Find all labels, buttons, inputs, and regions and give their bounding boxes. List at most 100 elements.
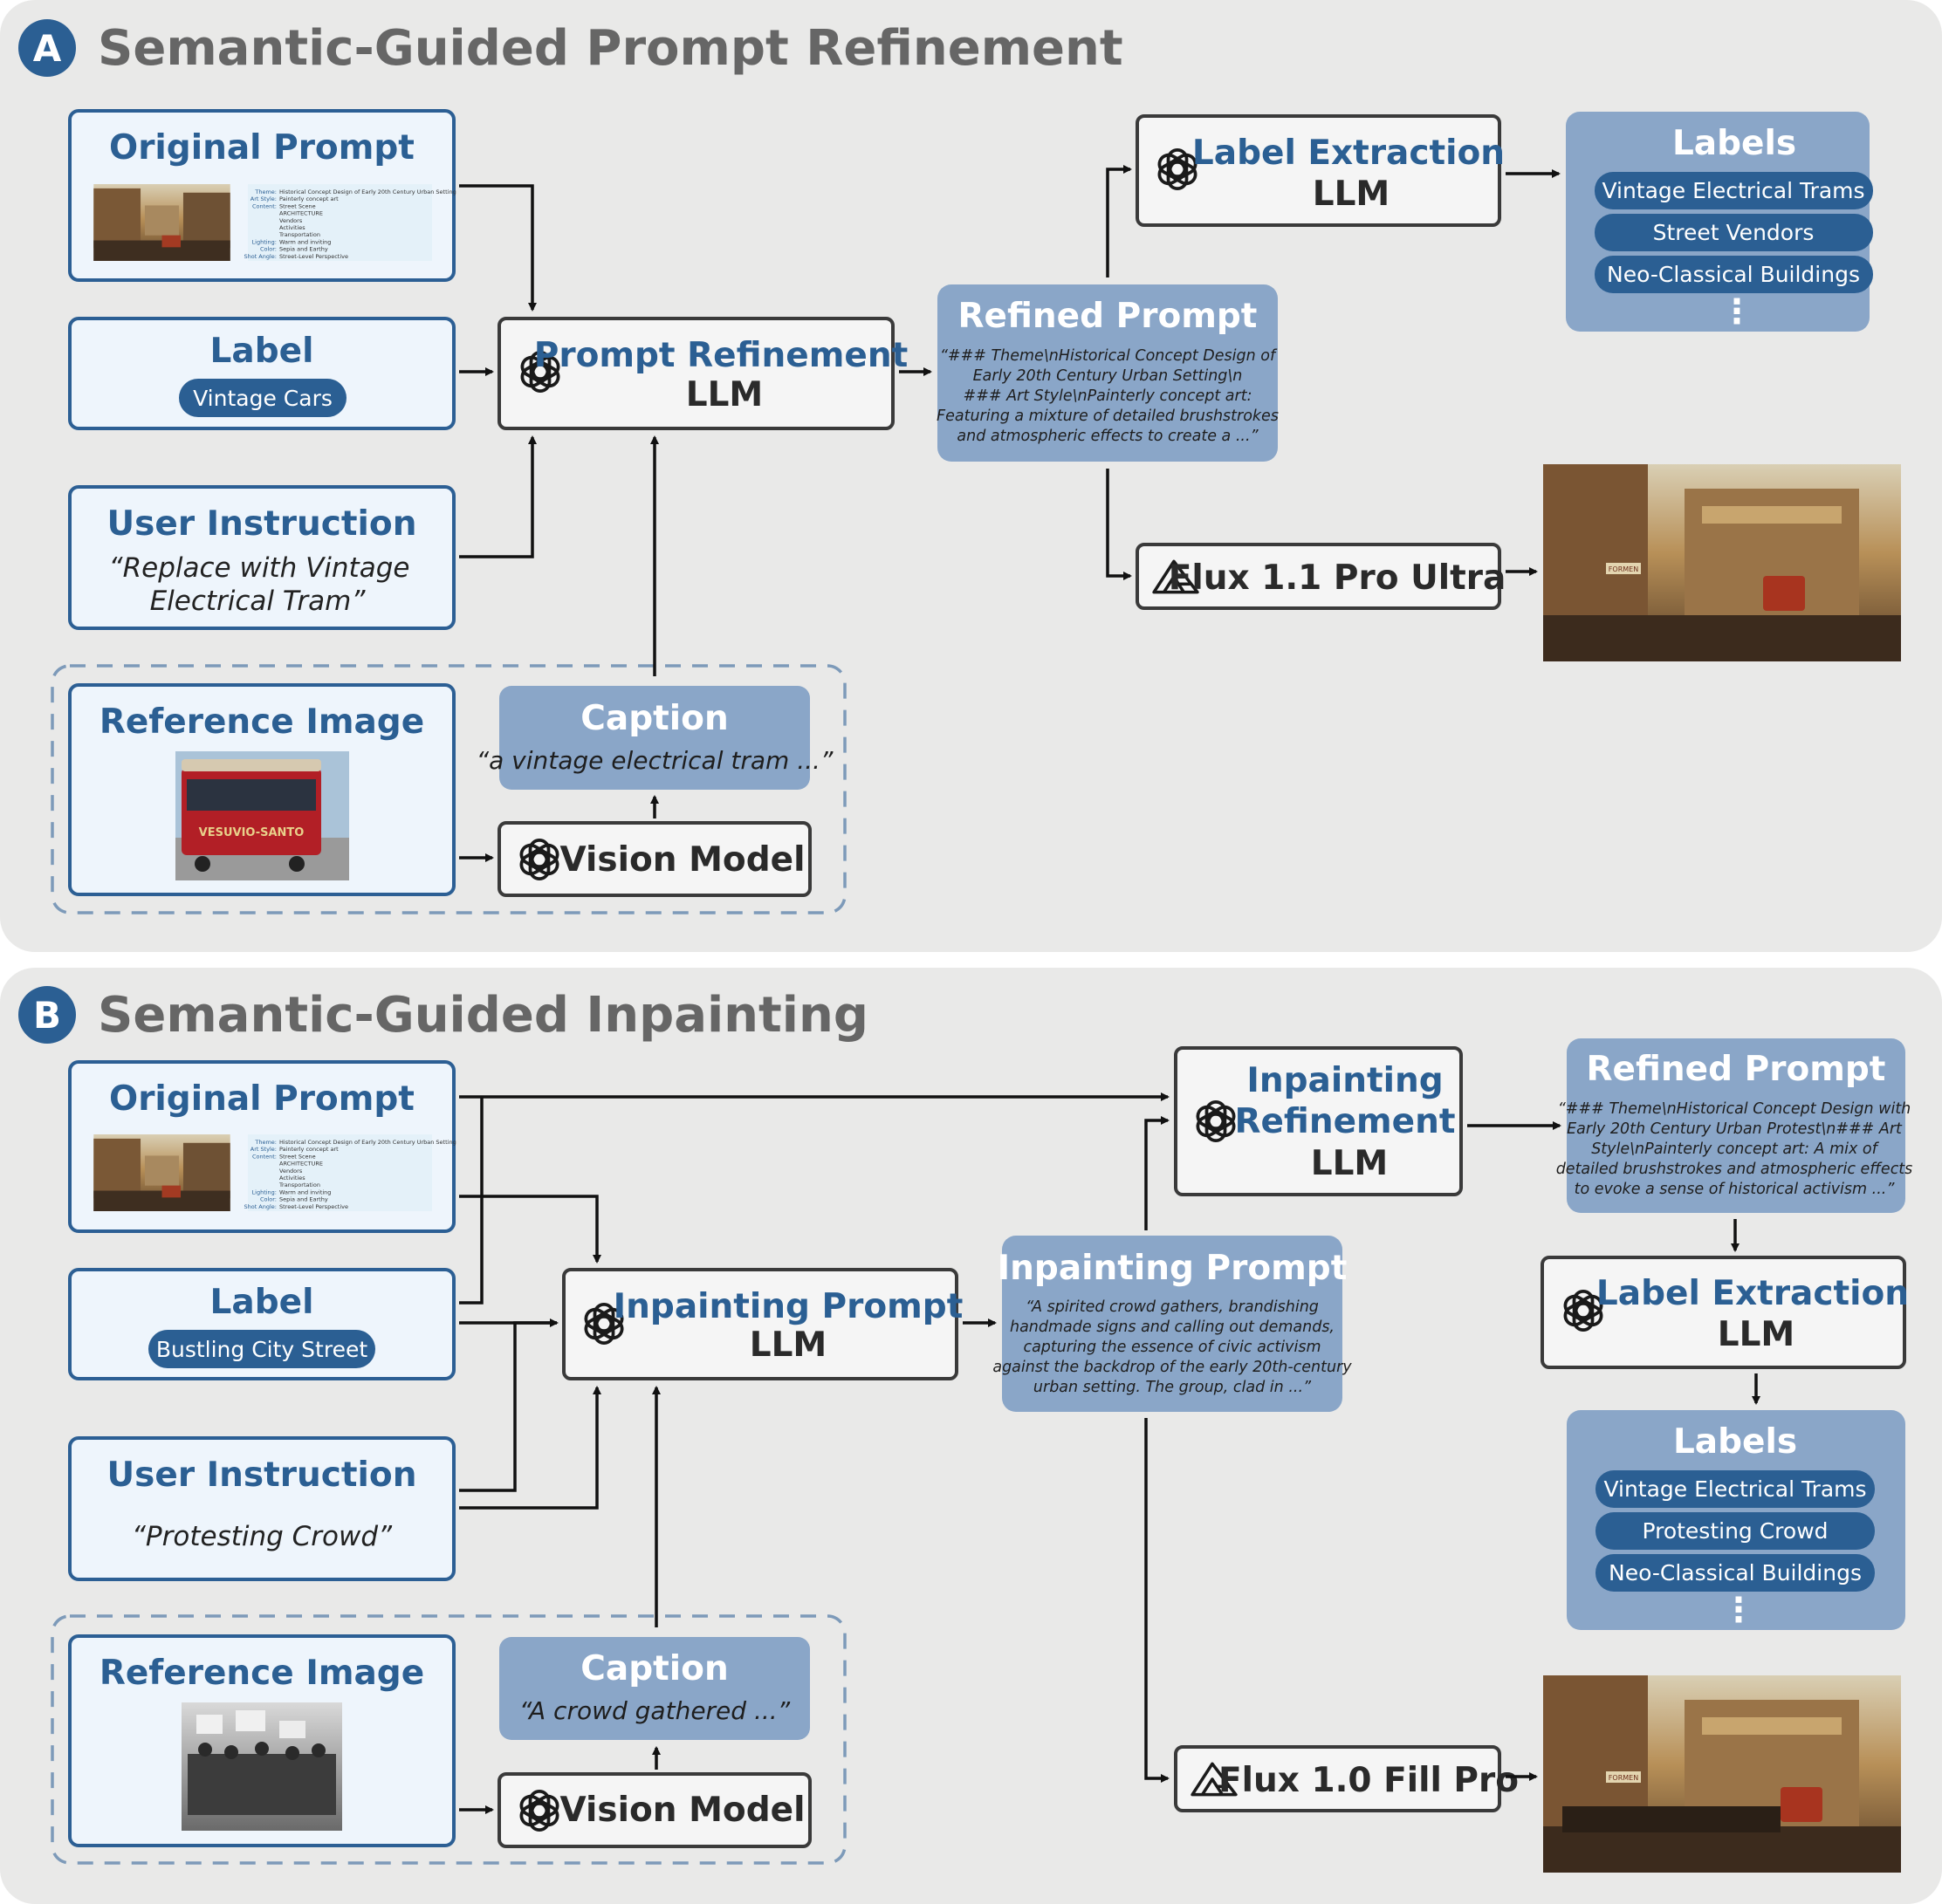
b-inpainting-refinement-line2: Refinement bbox=[1234, 1102, 1455, 1141]
a-vision-model-label: Vision Model bbox=[560, 840, 806, 880]
b-doc-field-value: Historical Concept Design of Early 20th … bbox=[279, 1139, 456, 1146]
a-labels-item: Street Vendors bbox=[1653, 220, 1815, 245]
a-user-instruction-line1: “Replace with Vintage bbox=[109, 552, 410, 584]
a-doc-field-value: Painterly concept art bbox=[279, 195, 339, 202]
a-refined-prompt-line: “### Theme\nHistorical Concept Design of bbox=[940, 347, 1278, 365]
a-labels-title: Labels bbox=[1672, 124, 1796, 163]
b-label-extraction-title: Label Extraction bbox=[1596, 1274, 1909, 1313]
b-original-street-image bbox=[93, 1134, 230, 1211]
a-reference-image-title: Reference Image bbox=[100, 702, 424, 742]
a-label-box: Label Vintage Cars bbox=[68, 317, 456, 430]
b-inpainting-prompt-line: capturing the essence of civic activism bbox=[1023, 1339, 1321, 1356]
b-inpainting-prompt-llm-title: Inpainting Prompt bbox=[614, 1287, 964, 1326]
b-labels-item: Neo-Classical Buildings bbox=[1609, 1560, 1862, 1586]
b-inpainting-prompt-box: Inpainting Prompt “A spirited crowd gath… bbox=[992, 1236, 1352, 1412]
b-doc-field-value: Activities bbox=[279, 1175, 305, 1181]
a-doc-field-value: Street Scene bbox=[279, 202, 316, 209]
b-reference-image-box: Reference Image bbox=[68, 1634, 456, 1847]
a-doc-field-key: Art Style: bbox=[250, 195, 277, 202]
a-doc-field-value: Street-Level Perspective bbox=[279, 253, 348, 260]
b-vision-model-box: Vision Model bbox=[498, 1772, 812, 1848]
b-labels-pill bbox=[1595, 1470, 1875, 1508]
a-refined-prompt-title: Refined Prompt bbox=[958, 297, 1258, 336]
panel-b-background bbox=[0, 968, 1942, 1904]
a-caption-text: “a vintage electrical tram ...” bbox=[477, 746, 834, 775]
b-output-shop-sign: FORMEN bbox=[1609, 1774, 1638, 1782]
a-refined-prompt-line: and atmospheric effects to create a ...” bbox=[957, 428, 1259, 445]
b-user-instruction-title: User Instruction bbox=[107, 1455, 417, 1495]
b-reference-group-outline bbox=[51, 1614, 847, 1865]
b-refined-prompt-box: Refined Prompt “### Theme\nHistorical Co… bbox=[1556, 1038, 1913, 1213]
b-labels-box: Labels Vintage Electrical Trams Protesti… bbox=[1567, 1410, 1905, 1630]
a-doc-field-value: Activities bbox=[279, 224, 305, 231]
b-doc-field-value: Warm and inviting bbox=[279, 1188, 331, 1195]
a-labels-pill bbox=[1595, 256, 1873, 293]
a-labels-more-icon: ⋮ bbox=[1720, 292, 1754, 332]
b-labels-pill bbox=[1595, 1512, 1875, 1550]
b-label-box: Label Bustling City Street bbox=[68, 1268, 456, 1380]
a-doc-field-value: ARCHITECTURE bbox=[279, 210, 323, 217]
a-arrows bbox=[459, 165, 1561, 862]
a-tram-photo: VESUVIO-SANTO bbox=[175, 751, 349, 880]
b-doc-field-value: Street-Level Perspective bbox=[279, 1203, 348, 1210]
b-original-prompt-title: Original Prompt bbox=[109, 1079, 415, 1119]
b-refined-prompt-title: Refined Prompt bbox=[1587, 1050, 1886, 1089]
b-user-instruction-line1: “Protesting Crowd” bbox=[132, 1521, 393, 1552]
a-label-extraction-llm: LLM bbox=[1313, 175, 1390, 214]
a-doc-field-key: Shot Angle: bbox=[244, 253, 277, 260]
b-labels-item: Vintage Electrical Trams bbox=[1603, 1476, 1866, 1502]
a-doc-field-key: Lighting: bbox=[252, 238, 277, 245]
b-label-extraction-llm: LLM bbox=[1718, 1315, 1795, 1354]
a-doc-field-key: Color: bbox=[260, 246, 277, 253]
a-doc-field-value: Warm and inviting bbox=[279, 238, 331, 245]
b-inpainting-prompt-llm-llm: LLM bbox=[750, 1325, 827, 1365]
b-inpainting-prompt-line: against the backdrop of the early 20th-c… bbox=[992, 1359, 1352, 1376]
b-inpainting-prompt-line: handmade signs and calling out demands, bbox=[1010, 1318, 1335, 1336]
a-doc-field-key: Theme: bbox=[254, 188, 277, 195]
a-refined-prompt-line: ### Art Style\nPainterly concept art: bbox=[964, 387, 1252, 405]
b-caption-text: “A crowd gathered ...” bbox=[519, 1696, 791, 1725]
a-caption-title: Caption bbox=[580, 699, 728, 738]
a-refined-prompt-line: Featuring a mixture of detailed brushstr… bbox=[937, 408, 1279, 425]
a-doc-field-value: Vendors bbox=[279, 217, 303, 224]
a-original-street-image bbox=[93, 184, 230, 261]
b-doc-field-key: Lighting: bbox=[252, 1188, 277, 1195]
a-doc-field-key: Content: bbox=[252, 202, 277, 209]
b-labels-pill bbox=[1595, 1554, 1875, 1592]
a-prompt-refinement-llm-box: Prompt Refinement LLM bbox=[498, 317, 908, 430]
a-labels-pill bbox=[1595, 172, 1873, 209]
panel-b-title: Semantic-Guided Inpainting bbox=[98, 987, 868, 1044]
b-user-instruction-box: User Instruction “Protesting Crowd” bbox=[68, 1436, 456, 1581]
a-reference-group-outline bbox=[51, 664, 847, 914]
a-doc-field-value: Transportation bbox=[278, 231, 320, 238]
b-doc-field-key: Theme: bbox=[254, 1139, 277, 1146]
b-inpainting-prompt-line: urban setting. The group, clad in ...” bbox=[1033, 1379, 1312, 1396]
b-refined-prompt-line: detailed brushstrokes and atmospheric ef… bbox=[1556, 1161, 1913, 1178]
a-label-extraction-llm-box: Label Extraction LLM bbox=[1136, 114, 1505, 227]
panel-a-title: Semantic-Guided Prompt Refinement bbox=[98, 20, 1123, 77]
b-doc-field-value: ARCHITECTURE bbox=[279, 1161, 323, 1168]
a-output-street-image: FORMEN bbox=[1543, 464, 1901, 661]
b-labels-item: Protesting Crowd bbox=[1642, 1518, 1828, 1544]
b-original-prompt-document: Theme:Historical Concept Design of Early… bbox=[244, 1134, 456, 1211]
a-labels-pill bbox=[1595, 214, 1873, 251]
b-inpainting-refinement-line1: Inpainting bbox=[1246, 1061, 1443, 1100]
panel-a: A Semantic-Guided Prompt Refinement Orig… bbox=[0, 0, 1942, 952]
b-doc-field-key: Shot Angle: bbox=[244, 1203, 277, 1210]
b-original-prompt-box: Original Prompt Theme:Historical Concept… bbox=[68, 1060, 456, 1233]
panel-a-badge-letter: A bbox=[33, 27, 62, 70]
b-flux-label: Flux 1.0 Fill Pro bbox=[1218, 1761, 1519, 1800]
b-labels-title: Labels bbox=[1673, 1422, 1797, 1462]
b-doc-field-value: Sepia and Earthy bbox=[279, 1196, 328, 1203]
b-doc-field-value: Painterly concept art bbox=[279, 1146, 339, 1153]
b-doc-field-value: Street Scene bbox=[279, 1153, 316, 1160]
b-doc-field-value: Transportation bbox=[278, 1181, 320, 1188]
a-user-instruction-line2: Electrical Tram” bbox=[150, 586, 367, 617]
b-refined-prompt-line: “### Theme\nHistorical Concept Design wi… bbox=[1558, 1100, 1911, 1118]
a-label-pill bbox=[179, 379, 347, 417]
panel-a-badge bbox=[18, 19, 76, 77]
a-doc-field-value: Sepia and Earthy bbox=[279, 246, 328, 253]
a-original-prompt-title: Original Prompt bbox=[109, 128, 415, 168]
a-labels-item: Neo-Classical Buildings bbox=[1607, 262, 1860, 287]
a-label-pill-text: Vintage Cars bbox=[193, 386, 333, 411]
